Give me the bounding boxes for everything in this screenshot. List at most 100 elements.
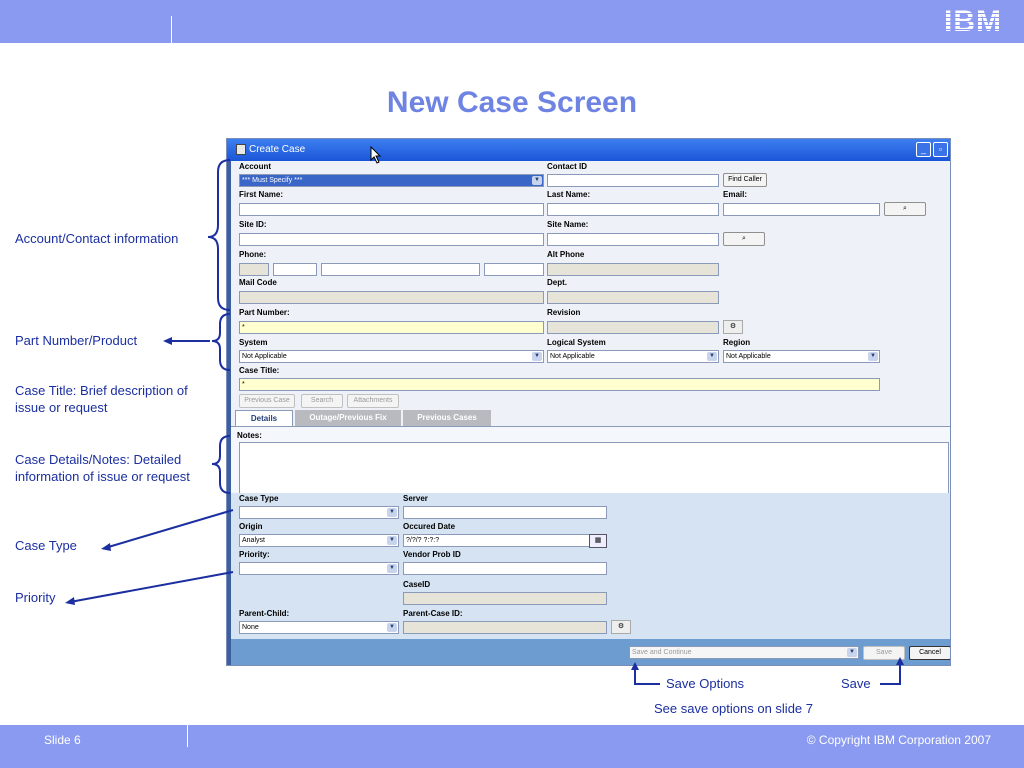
calendar-icon[interactable]: ▦ xyxy=(589,534,607,548)
attachments-button[interactable]: Attachments xyxy=(347,394,399,408)
gear-icon: ⚙ xyxy=(729,323,737,330)
notes-label: Notes: xyxy=(237,431,262,440)
phone-country-input[interactable] xyxy=(239,263,269,276)
annotation-priority: Priority xyxy=(15,590,56,605)
annotation-case-type: Case Type xyxy=(15,538,77,553)
logical-system-label: Logical System xyxy=(547,338,606,347)
gear-icon: ⚙ xyxy=(617,623,625,630)
region-select[interactable]: Not Applicable▼ xyxy=(723,350,880,363)
server-label: Server xyxy=(403,494,428,503)
notes-panel: Notes: xyxy=(231,426,950,494)
case-title-input[interactable]: * xyxy=(239,378,880,391)
priority-select[interactable]: ▼ xyxy=(239,562,399,575)
revision-picker-button[interactable]: ⚙ xyxy=(723,320,743,334)
server-input[interactable] xyxy=(403,506,607,519)
case-type-label: Case Type xyxy=(239,494,279,503)
top-separator xyxy=(171,16,172,43)
bottom-bar: Slide 6 © Copyright IBM Corporation 2007 xyxy=(0,725,1024,768)
account-select[interactable]: *** Must Specify ***▼ xyxy=(239,174,544,187)
account-label: Account xyxy=(239,162,271,171)
save-button[interactable]: Save xyxy=(863,646,905,660)
vendor-prob-label: Vendor Prob ID xyxy=(403,550,461,559)
mail-code-label: Mail Code xyxy=(239,278,277,287)
top-bar: IBM xyxy=(0,0,1024,43)
alt-phone-label: Alt Phone xyxy=(547,250,585,259)
parent-child-select[interactable]: None▼ xyxy=(239,621,399,634)
tab-outage-previous-fix[interactable]: Outage/Previous Fix xyxy=(295,410,401,426)
parent-case-picker-button[interactable]: ⚙ xyxy=(611,620,631,634)
search-icon: ⌕ xyxy=(742,235,746,242)
tab-details[interactable]: Details xyxy=(235,410,293,426)
chevron-down-icon: ▼ xyxy=(387,564,397,573)
origin-label: Origin xyxy=(239,522,263,531)
find-caller-button[interactable]: Find Caller xyxy=(723,173,767,187)
email-label: Email: xyxy=(723,190,748,199)
last-name-label: Last Name: xyxy=(547,190,591,199)
caseid-label: CaseID xyxy=(403,580,431,589)
search-icon: ⌕ xyxy=(903,205,907,212)
details-lower-panel: Case Type Server ▼ Origin Occured Date A… xyxy=(231,493,950,639)
alt-phone-input[interactable] xyxy=(547,263,719,276)
slide-title: New Case Screen xyxy=(386,86,638,119)
contact-id-label: Contact ID xyxy=(547,162,587,171)
restore-button[interactable]: ▫ xyxy=(933,142,948,157)
save-options-select[interactable]: Save and Continue▼ xyxy=(629,646,859,659)
revision-label: Revision xyxy=(547,308,581,317)
phone-area-input[interactable] xyxy=(273,263,317,276)
last-name-input[interactable] xyxy=(547,203,719,216)
system-select[interactable]: Not Applicable▼ xyxy=(239,350,544,363)
occured-date-label: Occured Date xyxy=(403,522,456,531)
annotation-case-title: Case Title: Brief description of issue o… xyxy=(15,383,188,415)
site-id-label: Site ID: xyxy=(239,220,267,229)
vendor-prob-input[interactable] xyxy=(403,562,607,575)
chevron-down-icon: ▼ xyxy=(387,623,397,632)
logical-system-select[interactable]: Not Applicable▼ xyxy=(547,350,719,363)
annotation-save-options: Save Options xyxy=(666,676,745,691)
bottom-separator xyxy=(187,725,188,747)
previous-case-button[interactable]: Previous Case xyxy=(239,394,295,408)
chevron-down-icon: ▼ xyxy=(387,508,397,517)
contact-id-input[interactable] xyxy=(547,174,719,187)
occured-date-input[interactable]: ?/?/? ?:?:? xyxy=(403,534,607,547)
caseid-input[interactable] xyxy=(403,592,607,605)
phone-number-input[interactable] xyxy=(321,263,480,276)
ibm-logo: IBM xyxy=(944,6,1018,38)
notes-textarea[interactable] xyxy=(239,442,949,494)
email-input[interactable] xyxy=(723,203,880,216)
site-name-label: Site Name: xyxy=(547,220,589,229)
search-button[interactable]: Search xyxy=(301,394,343,408)
chevron-down-icon: ▼ xyxy=(532,352,542,361)
phone-ext-input[interactable] xyxy=(484,263,544,276)
part-number-input[interactable]: * xyxy=(239,321,544,334)
annotation-case-details: Case Details/Notes: Detailed information… xyxy=(15,452,190,484)
revision-input[interactable] xyxy=(547,321,719,334)
site-id-input[interactable] xyxy=(239,233,544,246)
chevron-down-icon: ▼ xyxy=(387,536,397,545)
first-name-input[interactable] xyxy=(239,203,544,216)
dept-input[interactable] xyxy=(547,291,719,304)
chevron-down-icon: ▼ xyxy=(847,648,857,657)
parent-case-input[interactable] xyxy=(403,621,607,634)
case-type-select[interactable]: ▼ xyxy=(239,506,399,519)
origin-select[interactable]: Analyst▼ xyxy=(239,534,399,547)
left-stripe xyxy=(227,161,231,665)
first-name-label: First Name: xyxy=(239,190,284,199)
cancel-button[interactable]: Cancel xyxy=(909,646,950,660)
site-name-input[interactable] xyxy=(547,233,719,246)
site-lookup-button[interactable]: ⌕ xyxy=(723,232,765,246)
chevron-down-icon: ▼ xyxy=(868,352,878,361)
annotation-see-save: See save options on slide 7 xyxy=(654,701,813,716)
annotation-account-contact: Account/Contact information xyxy=(15,231,179,246)
window-footer: Save and Continue▼ Save Cancel xyxy=(231,639,950,665)
create-case-window: Create Case _ ▫ Account Contact ID *** M… xyxy=(226,138,951,666)
window-icon xyxy=(236,144,246,155)
annotation-part-number: Part Number/Product xyxy=(15,333,138,348)
slide-number: Slide 6 xyxy=(44,733,81,747)
minimize-button[interactable]: _ xyxy=(916,142,931,157)
mail-code-input[interactable] xyxy=(239,291,544,304)
email-lookup-button[interactable]: ⌕ xyxy=(884,202,926,216)
tab-previous-cases[interactable]: Previous Cases xyxy=(403,410,491,426)
dept-label: Dept. xyxy=(547,278,567,287)
region-label: Region xyxy=(723,338,751,347)
copyright: © Copyright IBM Corporation 2007 xyxy=(806,733,991,747)
